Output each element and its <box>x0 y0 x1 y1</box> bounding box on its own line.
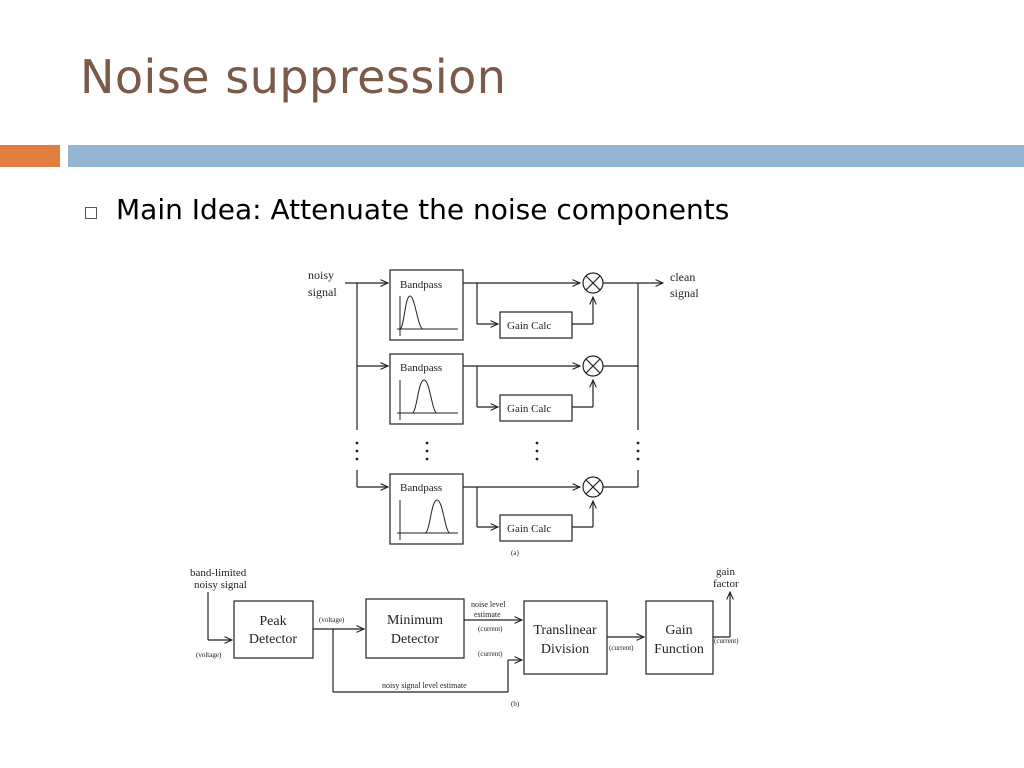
bullet-main-idea: Main Idea: Attenuate the noise component… <box>116 193 730 226</box>
current-label-3: (current) <box>609 644 634 652</box>
bandpass-label-1: Bandpass <box>400 279 442 291</box>
bandpass-label-3: Bandpass <box>400 482 442 494</box>
a-input-label-1: noisy <box>308 268 334 282</box>
a-input-label-2: signal <box>308 285 337 299</box>
bandpass-label-2: Bandpass <box>400 362 442 374</box>
gain-function-label-2: Function <box>654 642 704 657</box>
minimum-detector-label-2: Detector <box>391 632 440 647</box>
gain-function-label-1: Gain <box>665 623 692 638</box>
current-label-1: (current) <box>478 625 503 633</box>
gain-calc-label-1: Gain Calc <box>507 320 551 332</box>
a-output-label-2: signal <box>670 286 699 300</box>
minimum-detector-label-1: Minimum <box>387 613 443 628</box>
current-label-2: (current) <box>478 650 503 658</box>
translinear-division-label-2: Division <box>541 642 589 657</box>
diagram-b <box>207 592 730 693</box>
voltage-mid-label: (voltage) <box>319 616 345 624</box>
diagram-a <box>345 269 663 545</box>
accent-bar-blue <box>68 145 1024 167</box>
b-output-label-1: gain <box>716 566 735 578</box>
a-caption: (a) <box>511 549 519 557</box>
peak-detector-label-2: Detector <box>249 632 298 647</box>
noise-level-label-1: noise level <box>471 600 506 609</box>
gain-calc-label-3: Gain Calc <box>507 523 551 535</box>
peak-detector-label-1: Peak <box>259 614 286 629</box>
voltage-in-label: (voltage) <box>196 651 222 659</box>
current-label-4: (current) <box>714 637 739 645</box>
a-output-label-1: clean <box>670 270 695 284</box>
gain-calc-label-2: Gain Calc <box>507 403 551 415</box>
b-input-label-2: noisy signal <box>194 579 247 591</box>
ellipsis-dots <box>355 441 640 461</box>
b-caption: (b) <box>511 700 520 708</box>
translinear-division-label-1: Translinear <box>533 623 597 638</box>
noise-level-label-2: estimate <box>474 610 501 619</box>
noisy-signal-level-estimate-label: noisy signal level estimate <box>382 681 467 690</box>
b-input-label-1: band-limited <box>190 567 247 579</box>
bullet-square-icon <box>85 207 97 219</box>
slide-title: Noise suppression <box>80 50 507 104</box>
b-output-label-2: factor <box>713 578 739 590</box>
accent-bar-orange <box>0 145 60 167</box>
